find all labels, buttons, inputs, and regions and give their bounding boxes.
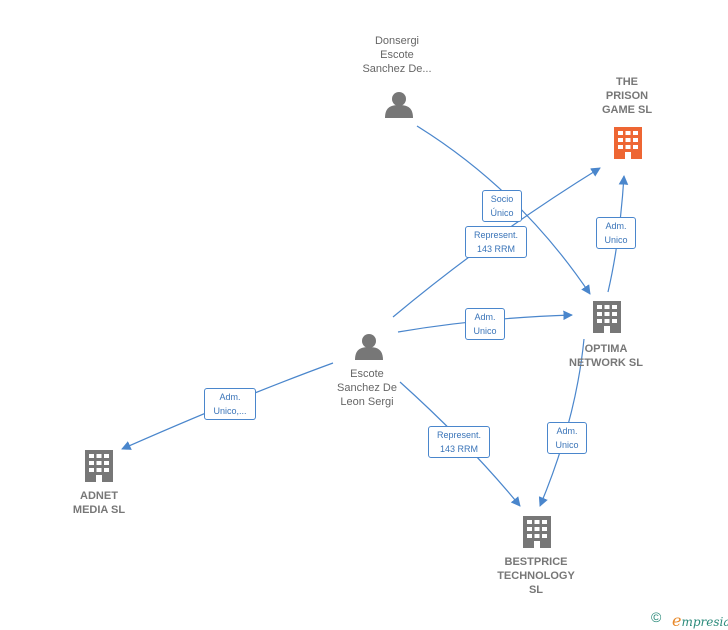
edge-label-line: Unico,... <box>213 406 247 416</box>
node-label-line: Escote <box>380 49 414 61</box>
person-icon[interactable] <box>355 334 383 360</box>
building-icon[interactable] <box>523 516 551 548</box>
node-label-line: Sanchez De... <box>362 63 432 75</box>
edge-label-escote-to-prison[interactable]: Represent. 143 RRM <box>465 226 527 258</box>
node-label-line: NETWORK SL <box>569 357 643 369</box>
brand-logo[interactable]: empresia <box>672 611 728 630</box>
edge-label-line: Adm. <box>556 426 578 436</box>
edge-label-line: Unico <box>473 326 497 336</box>
node-label-line: PRISON <box>605 90 649 102</box>
edge-label-line: Adm. <box>605 221 627 231</box>
edge-label-line: 143 RRM <box>476 244 515 254</box>
node-label-line: OPTIMA <box>584 343 628 355</box>
building-icon[interactable] <box>614 127 642 159</box>
node-label-bestprice[interactable]: BESTPRICE TECHNOLOGY SL <box>490 555 582 597</box>
brand-logo-text: mpresia <box>681 615 728 629</box>
node-label-line: MEDIA SL <box>72 504 126 516</box>
node-label-line: BESTPRICE <box>504 556 568 568</box>
node-label-line: ADNET <box>80 490 118 502</box>
edge-label-escote-to-adnet[interactable]: Adm. Unico,... <box>204 388 256 420</box>
edge-label-line: Unico <box>555 440 579 450</box>
node-label-line: Sanchez De <box>337 382 397 394</box>
node-label-line: SL <box>528 584 544 596</box>
node-label-line: GAME SL <box>601 104 653 116</box>
node-label-line: Donsergi <box>374 35 420 47</box>
node-label-line: Escote <box>350 368 384 380</box>
edge-label-line: Adm. <box>219 392 241 402</box>
node-label-optima[interactable]: OPTIMA NETWORK SL <box>560 342 652 370</box>
node-label-adnet[interactable]: ADNET MEDIA SL <box>62 489 136 517</box>
edge-label-line: Unico <box>604 235 628 245</box>
person-icon[interactable] <box>385 92 413 118</box>
edge-label-escote-to-optima[interactable]: Adm. Unico <box>465 308 505 340</box>
brand-logo-initial: e <box>672 611 682 630</box>
edge-label-line: Adm. <box>474 312 496 322</box>
building-icon[interactable] <box>593 301 621 333</box>
edge-label-optima-to-prison[interactable]: Adm. Unico <box>596 217 636 249</box>
edge-label-line: Represent. <box>436 430 482 440</box>
building-icon[interactable] <box>85 450 113 482</box>
edge-label-line: Único <box>490 208 514 218</box>
node-label-line: THE <box>616 76 638 88</box>
edge-label-line: Represent. <box>473 230 519 240</box>
node-label-line: Leon Sergi <box>340 396 394 408</box>
node-label-line: TECHNOLOGY <box>497 570 575 582</box>
edge-label-line: Socio <box>490 194 514 204</box>
edge-label-line: 143 RRM <box>439 444 478 454</box>
copyright-icon: © <box>651 609 662 625</box>
edge-label-escote-to-bestprice[interactable]: Represent. 143 RRM <box>428 426 490 458</box>
edge-label-optima-to-bestprice[interactable]: Adm. Unico <box>547 422 587 454</box>
node-label-prison[interactable]: THE PRISON GAME SL <box>590 75 664 117</box>
edge-optima-to-bestprice <box>538 338 585 507</box>
